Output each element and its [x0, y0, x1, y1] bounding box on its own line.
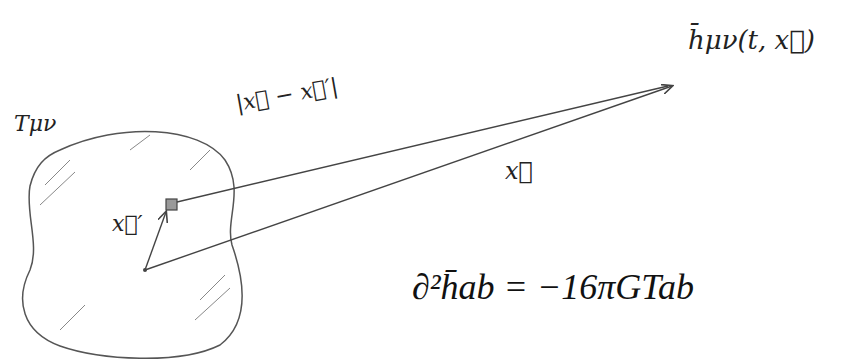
field-label: h̄μν(t, x⃗): [688, 26, 815, 55]
vector-label: x⃗: [505, 158, 533, 184]
vector-label: x⃗′: [112, 212, 143, 236]
vector-x-prime: [145, 212, 166, 270]
distance-label: |x⃗ − x⃗′|: [234, 74, 340, 116]
vector-x: [145, 86, 672, 270]
source-label: Tμν: [14, 112, 56, 136]
origin-point: [143, 268, 147, 272]
hatching: [40, 135, 230, 330]
source-region: [23, 131, 243, 358]
field-equation: ∂²h̄ab = −16πGTab: [412, 268, 694, 308]
source-element: [166, 199, 177, 210]
